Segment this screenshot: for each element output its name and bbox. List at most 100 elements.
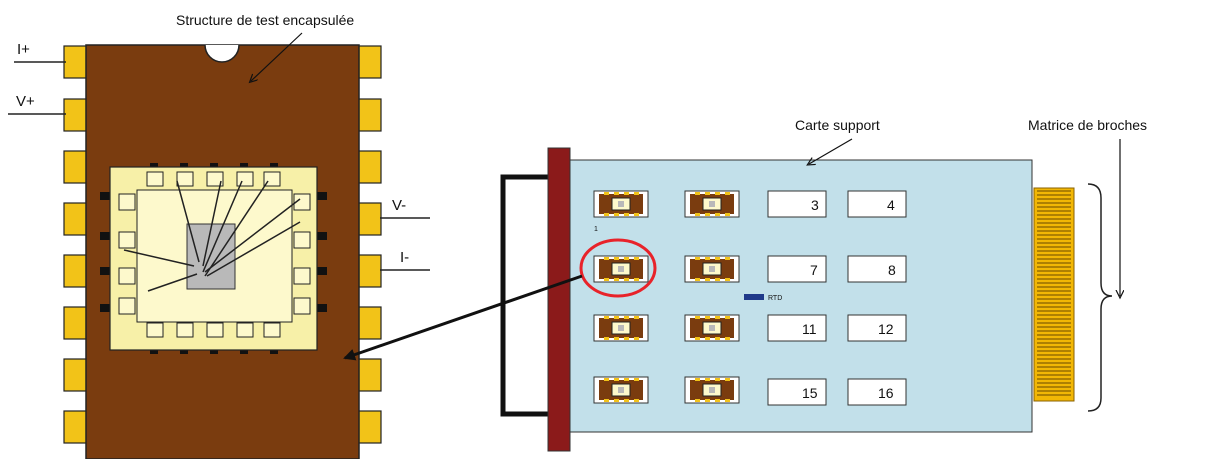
dut-socket-r2-c2	[684, 255, 740, 283]
socket-pin-bottom	[604, 337, 609, 340]
package-pin-left-3	[63, 150, 88, 184]
chip-pad-right-4	[293, 297, 311, 315]
socket-pin-top	[624, 316, 629, 319]
socket-pin-bottom	[634, 337, 639, 340]
board-site-11: 11	[767, 314, 827, 342]
package-pin-left-6	[63, 306, 88, 340]
socket-pin-bottom	[624, 399, 629, 402]
rtd-label: RTD	[768, 295, 782, 302]
package-title: Structure de test encapsulée	[176, 12, 354, 28]
socket-pin-bottom	[715, 213, 720, 216]
board-title: Carte support	[795, 117, 880, 133]
socket-pin-top	[705, 192, 710, 195]
chip-pad-right-3	[293, 267, 311, 285]
rtd-sensor	[744, 294, 764, 300]
socket-pin-top	[604, 316, 609, 319]
test-board: 3 4 7 8 11 12 15 16 1	[500, 117, 1147, 452]
socket-pin-bottom	[604, 399, 609, 402]
package-pin-right-8	[357, 410, 382, 444]
chip-pad-top-3	[206, 171, 224, 187]
socket-pin-top	[705, 257, 710, 260]
board-handle	[500, 174, 548, 417]
socket-die	[618, 266, 624, 272]
package-pin-left-4	[63, 202, 88, 236]
chip-lead-left-3	[100, 267, 114, 275]
socket-pin-bottom	[695, 213, 700, 216]
socket-pin-bottom	[725, 278, 730, 281]
connector-brace	[1087, 183, 1113, 412]
board-site-3-label: 3	[811, 197, 819, 213]
socket-pin-top	[715, 378, 720, 381]
chip-carrier-pads	[118, 171, 311, 338]
board-site-8-label: 8	[888, 262, 896, 278]
socket-die	[709, 201, 715, 207]
chip-lead-right-4	[313, 304, 327, 312]
dut-socket-r2-c1	[593, 255, 649, 283]
chip-pad-left-2	[118, 231, 136, 249]
chip-pad-right-1	[293, 193, 311, 211]
chip-pad-top-4	[236, 171, 254, 187]
socket-pin-bottom	[695, 337, 700, 340]
chip-pad-top-2	[176, 171, 194, 187]
socket-pin-top	[634, 378, 639, 381]
socket-pin-top	[725, 316, 730, 319]
board-site-8: 8	[847, 255, 907, 283]
socket-pin-top	[604, 257, 609, 260]
socket-pin-bottom	[634, 399, 639, 402]
connector-fingers	[1037, 190, 1071, 396]
socket-pin-bottom	[705, 399, 710, 402]
chip-pad-bottom-1	[146, 322, 164, 338]
dut-socket-r3-c2	[684, 314, 740, 342]
socket-pin-top	[695, 192, 700, 195]
socket-pin-top	[604, 192, 609, 195]
board-site-15: 15	[767, 378, 827, 406]
pin-v-plus-label: V+	[16, 93, 35, 110]
socket-pin-bottom	[705, 213, 710, 216]
site-1-marker: 1	[594, 226, 598, 233]
chip-pad-top-1	[146, 171, 164, 187]
dut-socket-r3-c1	[593, 314, 649, 342]
package-title-arrow	[251, 32, 303, 81]
board-site-11-label: 11	[802, 321, 817, 337]
package-pin-left-1	[63, 45, 88, 79]
board-title-arrow	[809, 138, 853, 164]
bond-wires	[123, 180, 301, 292]
socket-pin-top	[725, 257, 730, 260]
connector-title: Matrice de broches	[1028, 117, 1147, 133]
chip-lead-left-1	[100, 192, 114, 200]
chip-pad-bottom-5	[263, 322, 281, 338]
socket-pin-bottom	[725, 399, 730, 402]
pin-v-minus-label: V-	[392, 197, 406, 214]
socket-to-package-arrow	[343, 274, 583, 361]
socket-pin-bottom	[695, 278, 700, 281]
package-pin-left-2	[63, 98, 88, 132]
socket-pin-bottom	[604, 278, 609, 281]
socket-die	[618, 387, 624, 393]
socket-pin-bottom	[705, 337, 710, 340]
socket-pin-top	[604, 378, 609, 381]
board-site-7-label: 7	[810, 262, 818, 278]
package-pin-left-5	[63, 254, 88, 288]
dut-socket-r1-c2	[684, 190, 740, 218]
socket-pin-top	[614, 192, 619, 195]
package-pins-left	[63, 45, 88, 444]
chip-lead-right-2	[313, 232, 327, 240]
chip-lead-left-4	[100, 304, 114, 312]
socket-pin-top	[695, 257, 700, 260]
package-pin-right-6	[357, 306, 382, 340]
socket-pin-top	[695, 378, 700, 381]
board-site-12-label: 12	[878, 321, 894, 337]
socket-pin-top	[695, 316, 700, 319]
chip-lead-left-2	[100, 232, 114, 240]
board-site-4: 4	[847, 190, 907, 218]
board-site-4-label: 4	[887, 197, 895, 213]
socket-die	[618, 325, 624, 331]
socket-die	[709, 266, 715, 272]
chip-pad-left-1	[118, 193, 136, 211]
socket-pin-top	[634, 257, 639, 260]
socket-pin-top	[715, 257, 720, 260]
chip-pad-top-5	[263, 171, 281, 187]
package-pin-right-5	[357, 254, 382, 288]
test-die	[186, 223, 236, 290]
socket-pin-bottom	[614, 278, 619, 281]
